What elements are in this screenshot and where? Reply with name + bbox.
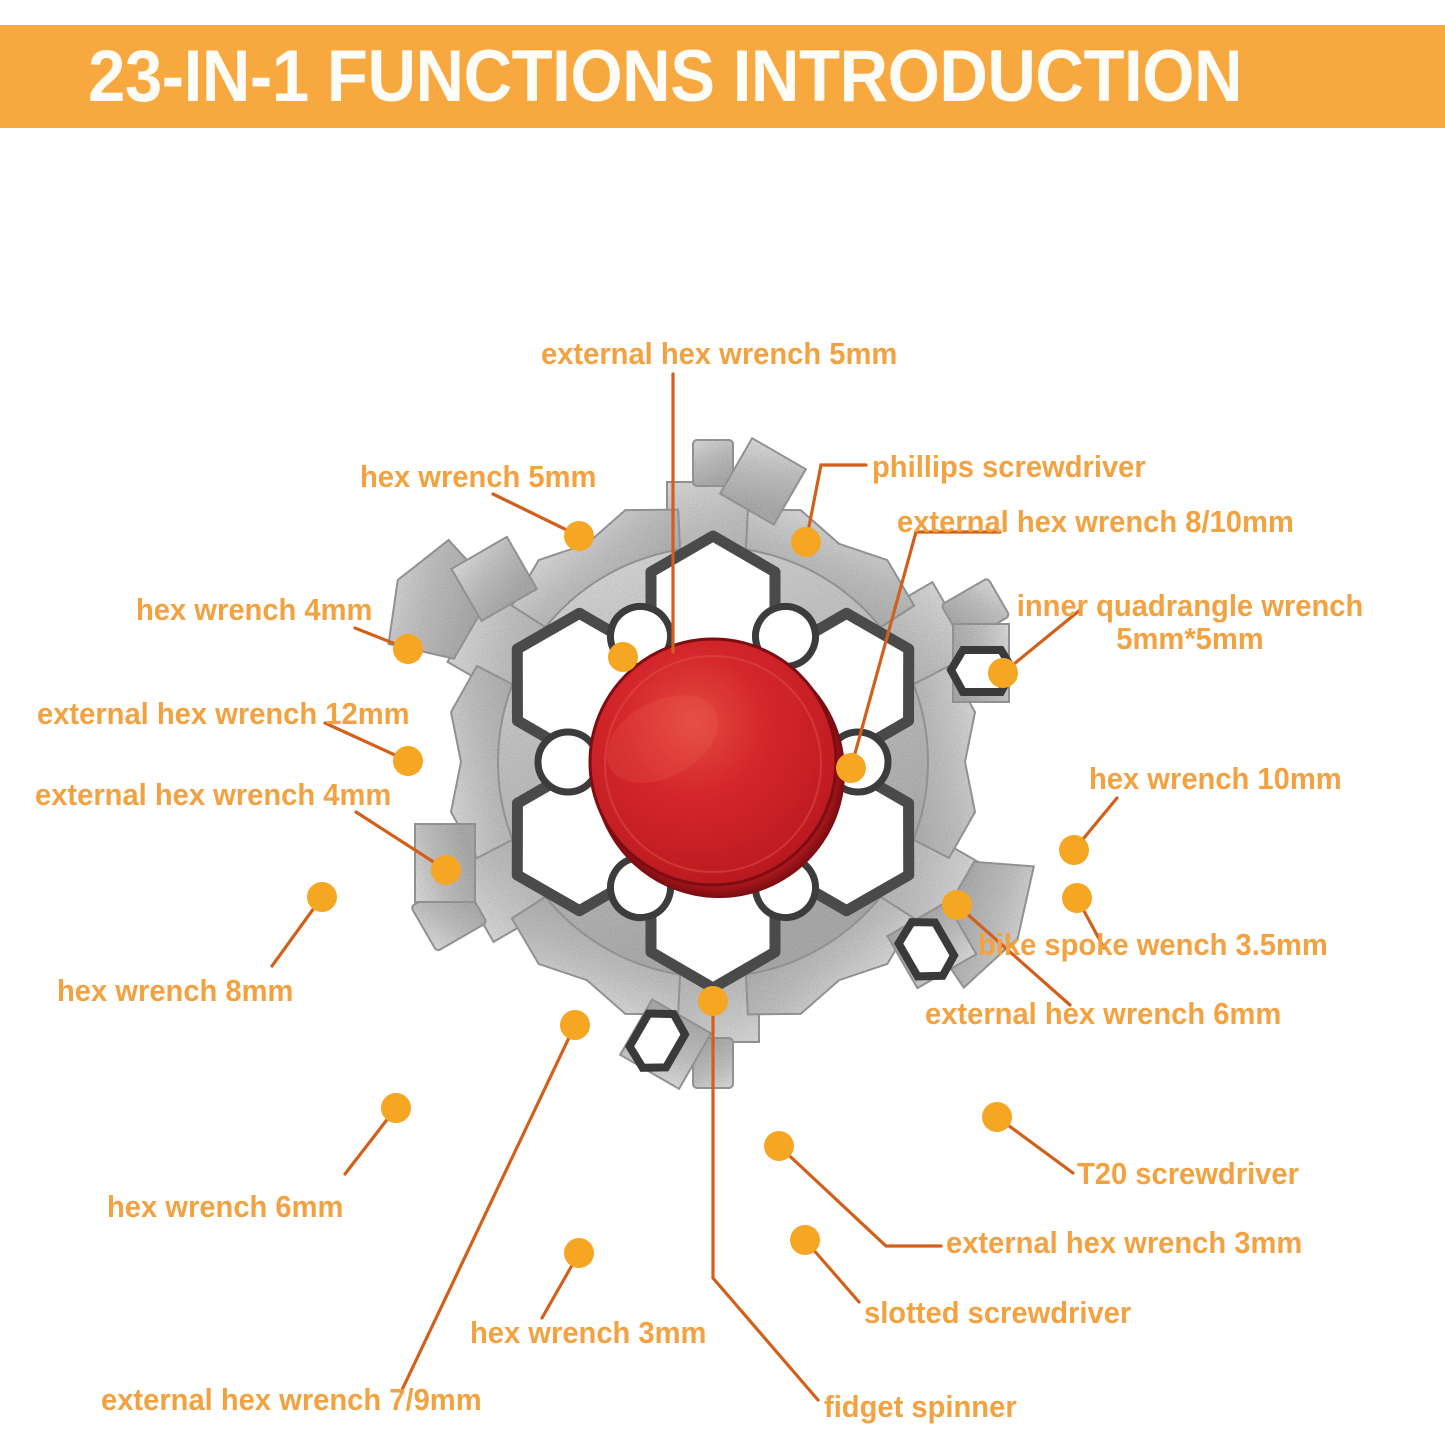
callout-label-slotted-screwdriver: slotted screwdriver	[864, 1295, 1132, 1330]
callout-label-fidget-spinner: fidget spinner	[824, 1389, 1017, 1424]
callout-label-external-hex-wrench-7-9mm: external hex wrench 7/9mm	[101, 1382, 482, 1417]
callout-label-hex-wrench-10mm: hex wrench 10mm	[1089, 761, 1342, 796]
callout-label-hex-wrench-6mm: hex wrench 6mm	[107, 1189, 344, 1224]
callout-label-external-hex-wrench-5mm: external hex wrench 5mm	[541, 336, 898, 371]
page-title: 23-IN-1 FUNCTIONS INTRODUCTION	[88, 36, 1243, 117]
callout-label-external-hex-wrench-4mm: external hex wrench 4mm	[35, 777, 392, 812]
callout-label-t20-screwdriver: T20 screwdriver	[1077, 1156, 1299, 1191]
callout-label-external-hex-wrench-12mm: external hex wrench 12mm	[37, 696, 410, 731]
callout-label-external-hex-wrench-3mm: external hex wrench 3mm	[946, 1225, 1303, 1260]
header-banner: 23-IN-1 FUNCTIONS INTRODUCTION	[0, 25, 1445, 128]
callout-label-hex-wrench-4mm: hex wrench 4mm	[136, 592, 373, 627]
callout-label-hex-wrench-3mm: hex wrench 3mm	[470, 1315, 707, 1350]
callout-label-external-hex-wrench-8-10mm: external hex wrench 8/10mm	[897, 504, 1294, 539]
callout-label-bike-spoke-wench: bike spoke wench 3.5mm	[978, 927, 1328, 962]
callout-label-inner-quadrangle-wrench: inner quadrangle wrench 5mm*5mm	[1016, 588, 1364, 657]
product-diagram: external hex wrench 5mm phillips screwdr…	[0, 128, 1445, 1445]
callout-label-phillips-screwdriver: phillips screwdriver	[872, 449, 1146, 484]
callout-label-hex-wrench-8mm: hex wrench 8mm	[57, 973, 294, 1008]
callout-label-hex-wrench-5mm: hex wrench 5mm	[360, 459, 597, 494]
callout-label-external-hex-wrench-6mm: external hex wrench 6mm	[925, 996, 1282, 1031]
